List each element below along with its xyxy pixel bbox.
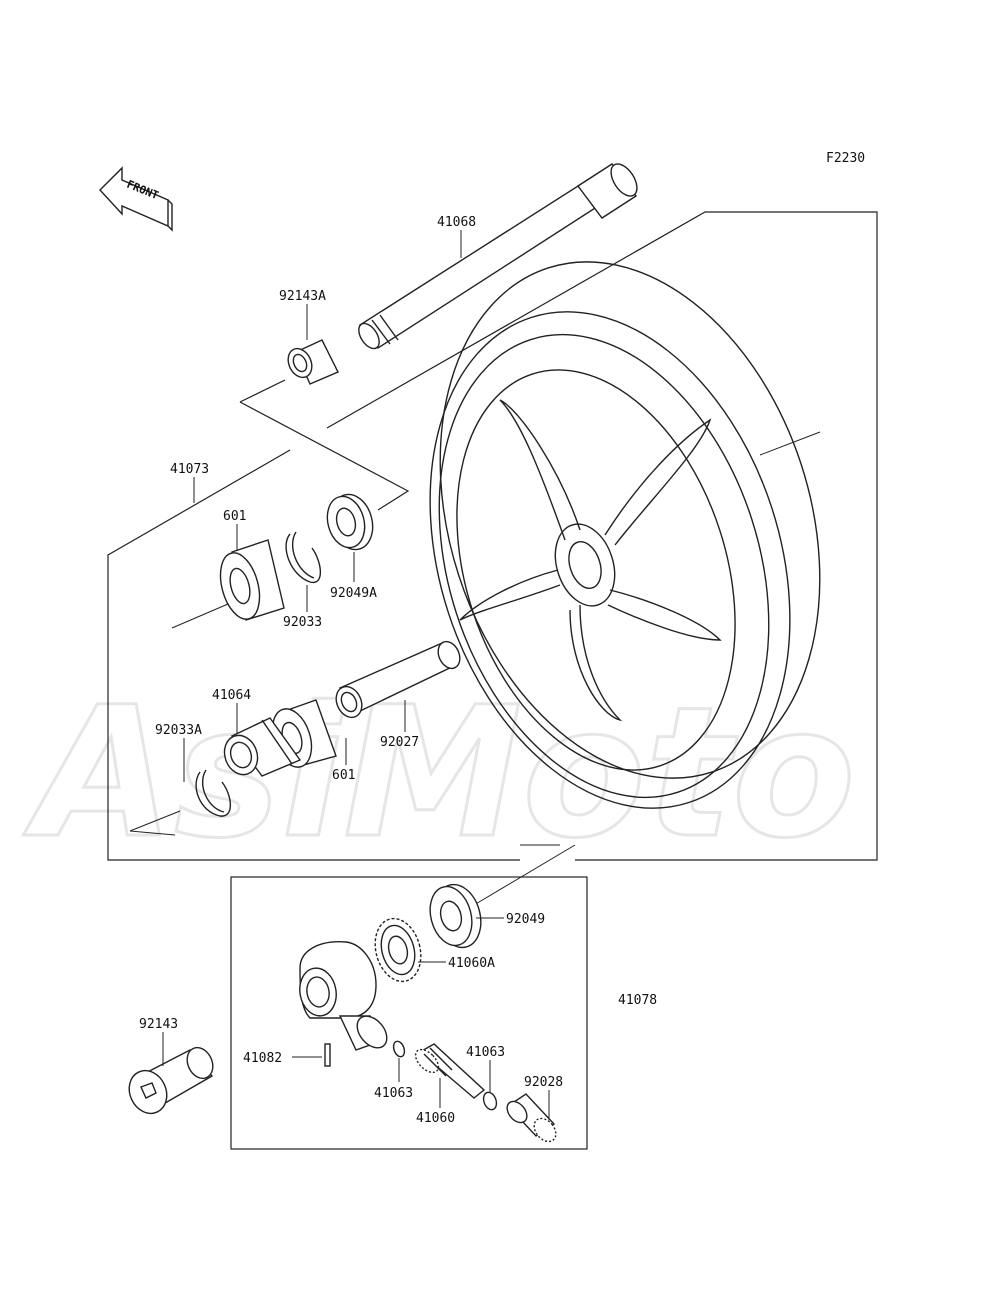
label-41073: 41073	[170, 462, 209, 477]
oil-seal-92049A	[326, 493, 374, 551]
speedo-assembly-frame	[230, 844, 588, 1150]
label-41063-left: 41063	[374, 1086, 413, 1101]
label-92028: 92028	[524, 1075, 563, 1090]
oil-seal-92049	[429, 883, 482, 949]
label-601-top: 601	[223, 509, 246, 524]
collar-41064	[223, 717, 302, 777]
bearing-601-top	[219, 539, 285, 621]
speedo-gearbox-housing	[299, 941, 388, 1051]
label-41060A: 41060A	[448, 956, 495, 971]
watermark: AsiMoto	[23, 669, 856, 878]
collar-92143	[128, 1046, 214, 1115]
spacer-92027	[335, 640, 461, 719]
label-601-bottom: 601	[332, 768, 355, 783]
label-41060: 41060	[416, 1111, 455, 1126]
circlip-92033	[285, 531, 322, 583]
axle-shaft	[358, 163, 638, 350]
label-92049A: 92049A	[330, 586, 377, 601]
main-assembly-frame	[107, 211, 878, 861]
label-92027: 92027	[380, 735, 419, 750]
bushing-92028	[506, 1093, 557, 1143]
front-arrow-icon: FRONT	[99, 166, 173, 232]
label-92033A: 92033A	[155, 723, 202, 738]
pin-41082	[324, 1043, 331, 1067]
gear-41060A	[374, 917, 422, 983]
label-92143A: 92143A	[279, 289, 326, 304]
label-41082: 41082	[243, 1051, 282, 1066]
washer-41063-left	[392, 1040, 406, 1058]
circlip-92033A	[195, 769, 232, 817]
label-41063-right: 41063	[466, 1045, 505, 1060]
label-92049: 92049	[506, 912, 545, 927]
front-wheel-rim	[429, 261, 821, 809]
label-41064: 41064	[212, 688, 251, 703]
pinion-gear-41060	[414, 1043, 486, 1099]
figure-code: F2230	[826, 151, 865, 166]
label-92033: 92033	[283, 615, 322, 630]
label-41068: 41068	[437, 215, 476, 230]
label-41078: 41078	[618, 993, 657, 1008]
collar-92143A	[287, 339, 339, 385]
washer-41063-right	[482, 1091, 498, 1111]
label-92143: 92143	[139, 1017, 178, 1032]
